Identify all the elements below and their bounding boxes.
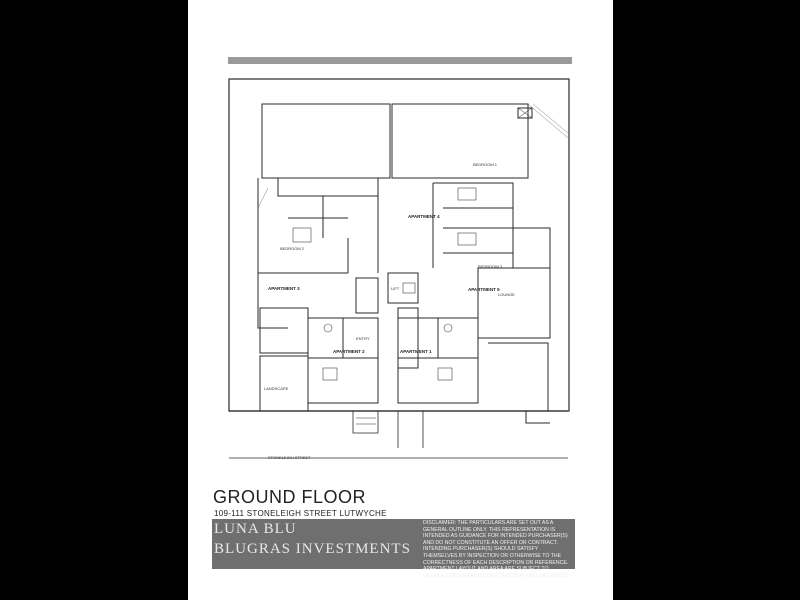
label-bedroom-2: BEDROOM 2 (280, 246, 305, 251)
page-title: GROUND FLOOR (213, 487, 367, 507)
document-page (188, 0, 613, 600)
label-bedroom-1: BEDROOM 1 (473, 162, 498, 167)
label-apartment-5: APARTMENT 5 (468, 287, 500, 292)
header-rule (228, 57, 572, 64)
label-street: STONELEIGH STREET (268, 455, 311, 460)
disclaimer-text: DISCLAIMER: THE PARTICULARS ARE SET OUT … (423, 520, 570, 579)
label-apartment-4: APARTMENT 4 (408, 214, 440, 219)
address-line: 109-111 STONELEIGH STREET LUTWYCHE (214, 509, 387, 518)
branding-band (212, 519, 575, 569)
label-lounge: LOUNGE (498, 292, 515, 297)
label-apartment-2: APARTMENT 2 (333, 349, 365, 354)
label-apartment-1: APARTMENT 1 (400, 349, 432, 354)
label-bedroom-3: BEDROOM 3 (478, 264, 503, 269)
label-landscape: LANDSCAPE (264, 386, 289, 391)
label-lift: LIFT (391, 286, 400, 291)
brand-name: LUNA BLU (214, 521, 297, 537)
floor-plan-drawing: APARTMENT 4 APARTMENT 3 APARTMENT 5 APAR… (228, 78, 570, 460)
company-name: BLUGRAS INVESTMENTS (214, 541, 411, 557)
label-entry: ENTRY (356, 336, 370, 341)
label-apartment-3: APARTMENT 3 (268, 286, 300, 291)
